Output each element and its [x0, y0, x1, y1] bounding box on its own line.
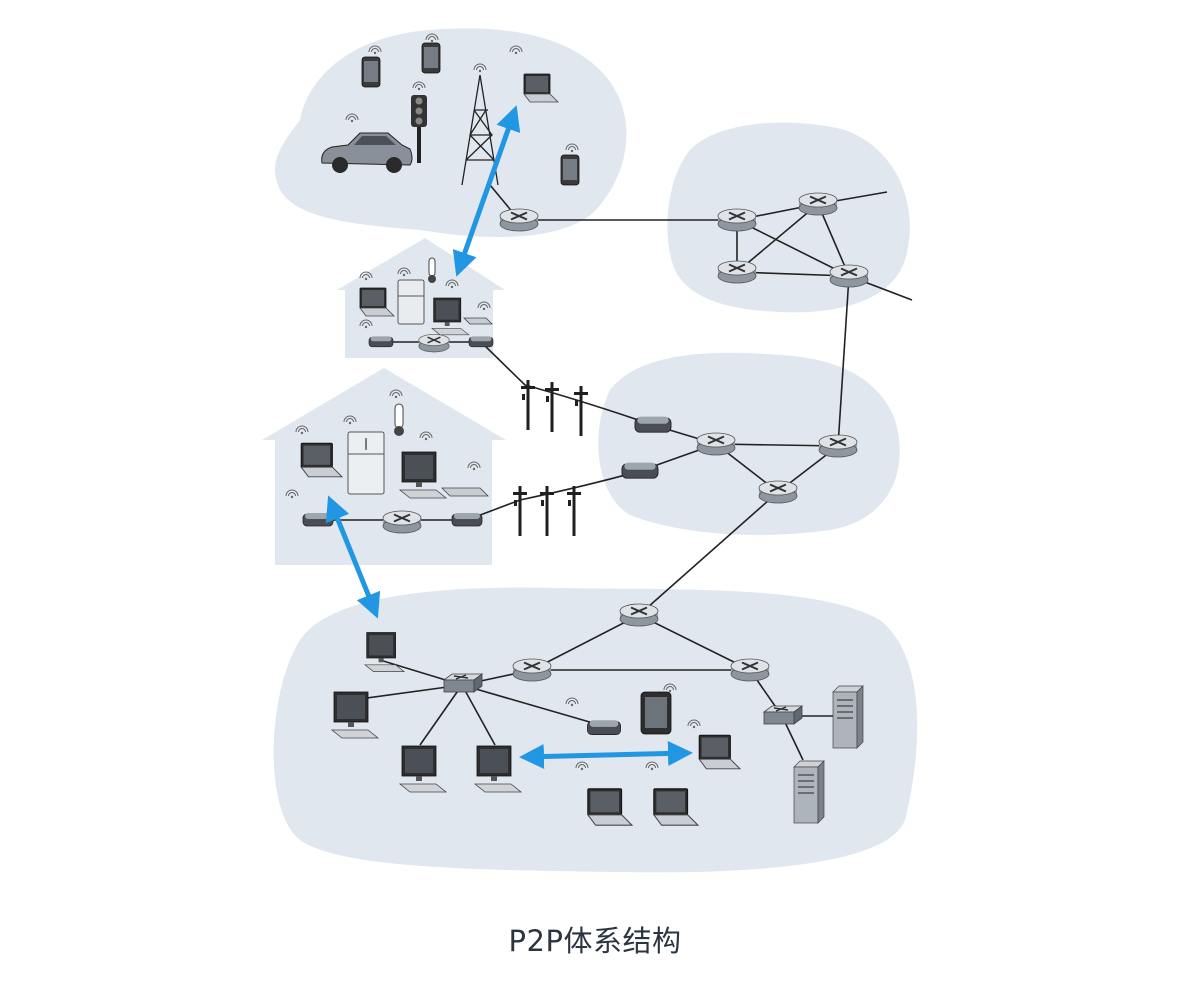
router-icon — [798, 192, 838, 216]
global-isp-cloud — [667, 122, 910, 313]
router-icon — [512, 658, 552, 682]
utility-poles — [513, 380, 588, 536]
router-icon — [829, 264, 869, 288]
router-icon — [717, 260, 757, 284]
router-icon — [730, 658, 770, 682]
modem-icon — [302, 512, 334, 527]
utility-pole-icon — [574, 386, 588, 436]
refrigerator-icon — [397, 279, 425, 325]
switch-icon — [763, 705, 803, 725]
thermometer-icon — [428, 257, 436, 283]
utility-pole-icon — [540, 486, 554, 536]
keyboard-icon — [463, 317, 493, 325]
p2p-arrow — [325, 495, 381, 619]
modem-icon — [634, 416, 672, 433]
p2p-network-diagram — [262, 28, 918, 873]
refrigerator-icon — [347, 431, 385, 495]
modem-icon — [451, 512, 483, 527]
utility-pole-icon — [513, 486, 527, 536]
figure-caption: P2P体系结构 — [508, 924, 682, 958]
server-icon — [793, 760, 825, 824]
car-icon — [321, 132, 413, 173]
utility-pole-icon — [567, 486, 581, 536]
mobile-network-cloud — [275, 28, 627, 238]
p2p-arrows — [325, 105, 693, 770]
server-icon — [832, 685, 864, 749]
smartphone-icon — [361, 56, 381, 88]
utility-pole-icon — [521, 380, 535, 430]
router-icon — [499, 208, 539, 232]
modem-icon — [586, 719, 622, 736]
utility-pole-icon — [545, 382, 559, 432]
modem-icon — [368, 335, 394, 348]
traffic-light-icon — [411, 95, 427, 163]
tablet-icon — [640, 691, 672, 735]
router-icon — [619, 603, 659, 627]
router-icon — [696, 432, 736, 456]
enterprise-network-devices — [331, 603, 864, 826]
router-icon — [818, 434, 858, 458]
modem-icon — [468, 335, 494, 348]
router-icon — [758, 480, 798, 504]
smartphone-icon — [560, 154, 580, 186]
router-icon — [382, 510, 422, 534]
modem-icon — [621, 462, 659, 479]
thermometer-icon — [394, 403, 404, 436]
router-icon — [417, 333, 451, 353]
p2p-arrow — [519, 740, 693, 770]
home-network-2 — [285, 389, 489, 534]
router-icon — [717, 208, 757, 232]
smartphone-icon — [421, 42, 441, 74]
p2p-arrow — [452, 105, 521, 277]
keyboard-icon — [441, 487, 489, 497]
home-network-1 — [359, 257, 494, 353]
switch-icon — [443, 673, 483, 693]
